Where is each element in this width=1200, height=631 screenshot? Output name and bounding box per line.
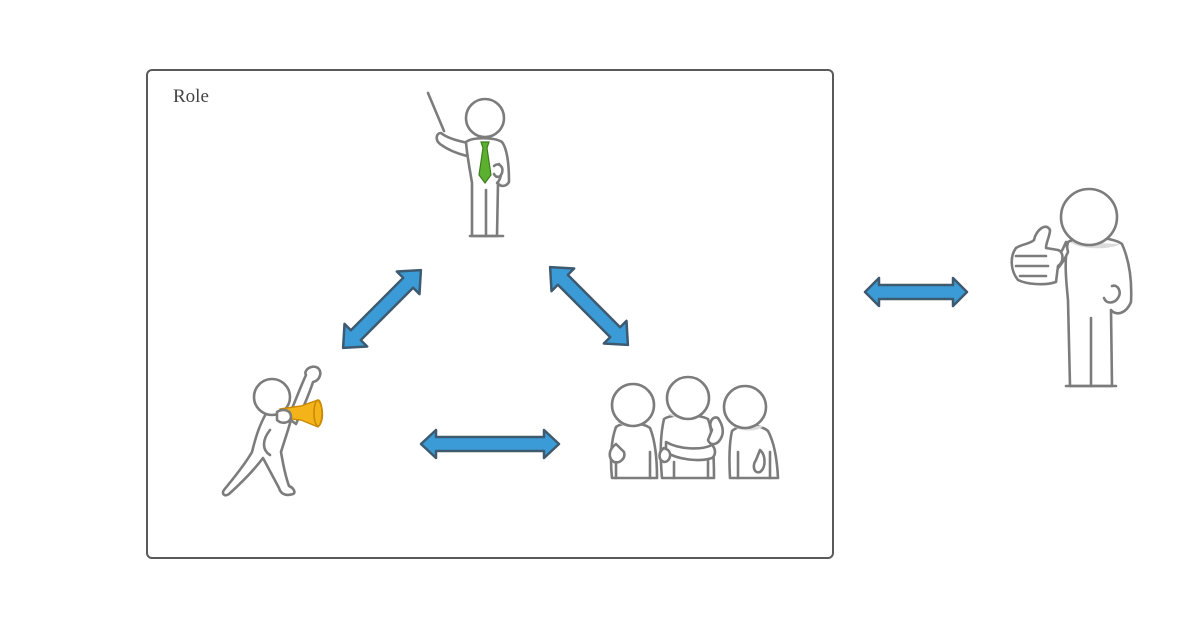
teacher-icon — [426, 91, 511, 238]
green-tie-icon — [478, 141, 492, 184]
arrow-teacher-cheerleader — [341, 268, 423, 350]
arrow-teacher-group — [548, 265, 630, 347]
arrow-cheerleader-group — [419, 428, 561, 460]
role-box — [146, 69, 834, 559]
thumbs-up-person-icon — [1010, 187, 1133, 388]
cheerleader-icon — [221, 365, 324, 497]
group-icon — [608, 375, 780, 480]
role-label: Role — [173, 86, 209, 107]
arrow-role-person — [863, 276, 969, 308]
